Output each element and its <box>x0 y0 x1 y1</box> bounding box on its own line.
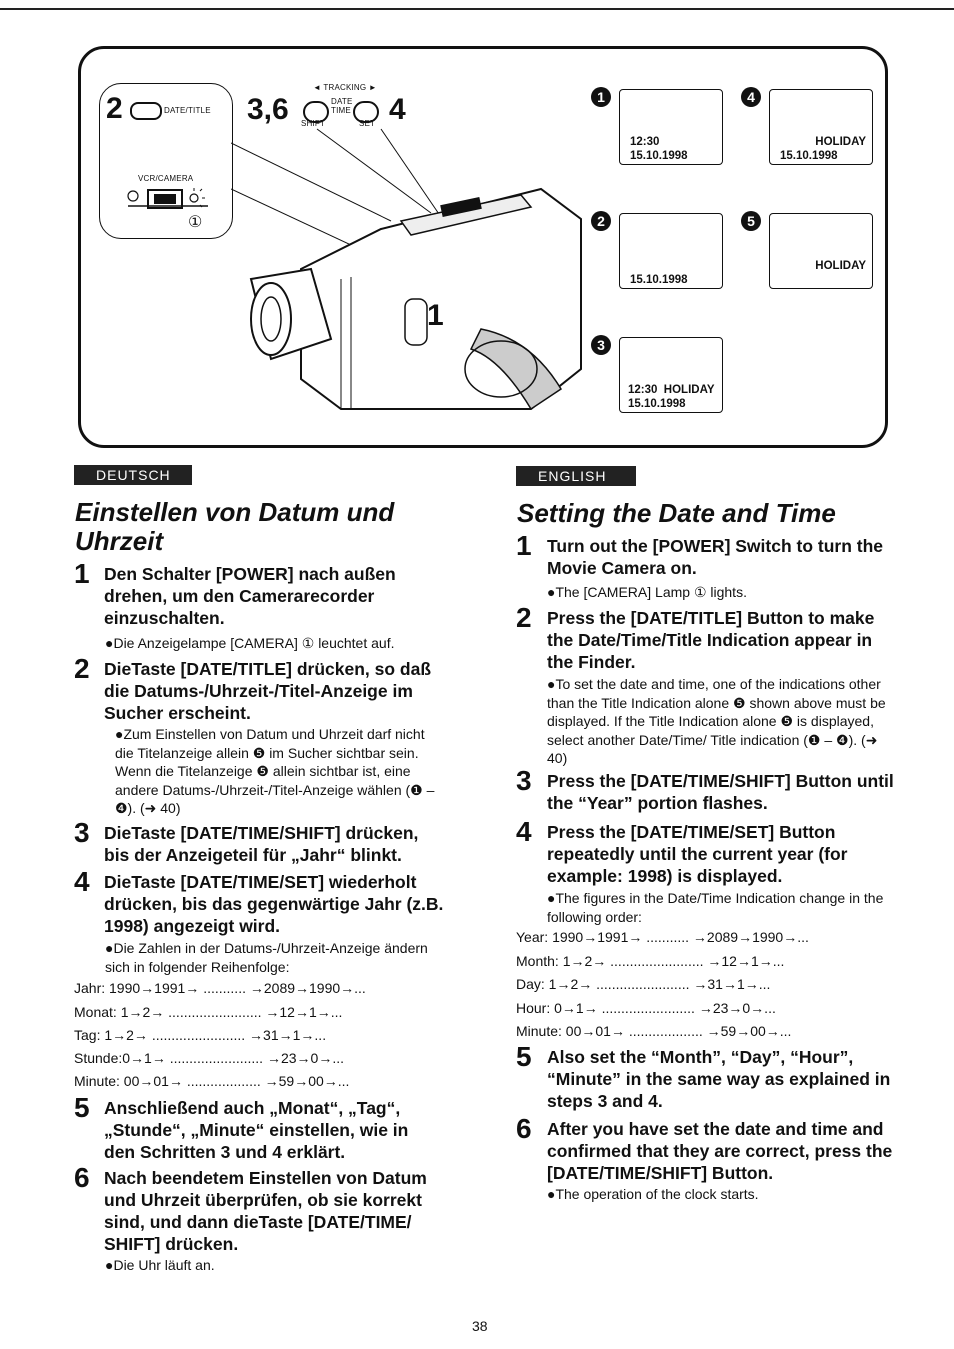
de-step-1-number: 1 <box>74 558 90 589</box>
de-title-line2: Uhrzeit <box>75 526 164 556</box>
de-step-5-text: Anschließend auch „Monat“, „Tag“, „Stund… <box>104 1098 409 1162</box>
power-switch-icon <box>127 188 208 209</box>
screen-2: 15.10.1998 <box>619 213 723 289</box>
en-seq-minute: Minute: 00→01→ ................... →59→0… <box>516 1023 792 1039</box>
screen-2-marker: 2 <box>591 211 611 231</box>
en-step-2-text: Press the [DATE/TITLE] Button to make th… <box>547 608 875 672</box>
de-step-2-number: 2 <box>74 653 90 684</box>
de-seq-day: Tag: 1→2→ ........................ →31→1… <box>74 1027 327 1043</box>
step-2-label: 2 <box>106 92 123 125</box>
de-step-6-number: 6 <box>74 1162 90 1193</box>
camcorder-drawing <box>231 128 582 411</box>
date-title-control-panel: 2 DATE/TITLE VCR/CAMERA ① <box>99 83 233 239</box>
de-title-line1: Einstellen von Datum und <box>75 497 395 527</box>
date-title-button-icon <box>130 102 162 120</box>
en-step-2-note: ●To set the date and time, one of the in… <box>547 676 886 766</box>
shift-button-icon <box>303 101 329 123</box>
screen-4-title: HOLIDAY <box>815 136 866 148</box>
deutsch-language-bar: DEUTSCH <box>74 465 192 485</box>
power-switch-step-label: 1 <box>427 299 444 332</box>
en-title: Setting the Date and Time <box>517 498 836 528</box>
step-4-label: 4 <box>389 93 406 126</box>
en-step-6-note: ●The operation of the clock starts. <box>547 1186 759 1202</box>
en-step-4-number: 4 <box>516 816 532 847</box>
screen-1-marker: 1 <box>591 87 611 107</box>
vcr-camera-label: VCR/CAMERA <box>138 174 194 183</box>
screen-2-date: 15.10.1998 <box>630 274 688 286</box>
set-label: SET <box>359 119 376 128</box>
de-step-3-number: 3 <box>74 817 90 848</box>
de-step-1-text: Den Schalter [POWER] nach außen drehen, … <box>104 564 396 628</box>
steps-3-6-label: 3,6 <box>247 93 289 126</box>
shift-label: SHIFT <box>301 119 326 128</box>
screen-1: 12:30 15.10.1998 <box>619 89 723 165</box>
de-step-5-number: 5 <box>74 1092 90 1123</box>
de-step-2-text: DieTaste [DATE/TITLE] drücken, so daß di… <box>104 659 432 723</box>
en-seq-year: Year: 1990→1991→ ........... →2089→1990→… <box>516 929 809 945</box>
screen-3-marker: 3 <box>591 335 611 355</box>
de-seq-month: Monat: 1→2→ ........................ →12… <box>74 1004 343 1020</box>
de-step-6-text: Nach beendetem Einstellen von Datum und … <box>104 1168 427 1254</box>
en-step-5-number: 5 <box>516 1041 532 1072</box>
top-rule <box>0 8 954 10</box>
screen-5-title: HOLIDAY <box>815 260 866 272</box>
screen-3: 12:30 HOLIDAY 15.10.1998 <box>619 337 723 413</box>
de-step-3-text: DieTaste [DATE/TIME/SHIFT] drücken, bis … <box>104 823 419 865</box>
en-seq-month: Month: 1→2→ ........................ →12… <box>516 953 785 969</box>
de-step-4-text: DieTaste [DATE/TIME/SET] wiederholt drüc… <box>104 872 444 936</box>
en-step-1-note: ●The [CAMERA] Lamp ① lights. <box>547 584 747 600</box>
en-step-4-text: Press the [DATE/TIME/SET] Button repeate… <box>547 822 848 886</box>
de-step-2-note: ●Zum Einstellen von Datum und Uhrzeit da… <box>115 726 435 816</box>
camera-illustration: 2 DATE/TITLE VCR/CAMERA ① 3,6 ◄ TRACKING… <box>78 46 888 448</box>
set-button-icon <box>353 101 379 123</box>
en-step-3-text: Press the [DATE/TIME/SHIFT] Button until… <box>547 771 894 813</box>
date-title-label: DATE/TITLE <box>164 106 211 115</box>
de-seq-year: Jahr: 1990→1991→ ........... →2089→1990→… <box>74 980 366 996</box>
en-step-6-text: After you have set the date and time and… <box>547 1119 893 1183</box>
lamp-number: ① <box>188 214 203 231</box>
screen-1-date: 15.10.1998 <box>630 150 688 162</box>
page-number: 38 <box>472 1318 488 1334</box>
en-step-6-number: 6 <box>516 1113 532 1144</box>
de-seq-minute: Minute: 00→01→ ................... →59→0… <box>74 1073 350 1089</box>
de-step-1-note: ●Die Anzeigelampe [CAMERA] ① leuchtet au… <box>105 635 395 651</box>
en-step-3-number: 3 <box>516 765 532 796</box>
en-seq-hour: Hour: 0→1→ ........................ →23→… <box>516 1000 776 1016</box>
en-step-1-text: Turn out the [POWER] Switch to turn the … <box>547 536 884 578</box>
en-step-2-number: 2 <box>516 602 532 633</box>
screen-3-date: 15.10.1998 <box>628 398 686 410</box>
en-step-4-note: ●The figures in the Date/Time Indication… <box>547 890 884 925</box>
screen-1-time: 12:30 <box>630 136 660 148</box>
date-time-label: DATE TIME <box>331 97 353 115</box>
screen-3-time-title: 12:30 HOLIDAY <box>628 384 715 396</box>
screen-5-marker: 5 <box>741 211 761 231</box>
screen-5: HOLIDAY <box>769 213 873 289</box>
de-seq-hour: Stunde:0→1→ ........................ →23… <box>74 1050 344 1066</box>
en-step-1-number: 1 <box>516 530 532 561</box>
screen-4-marker: 4 <box>741 87 761 107</box>
de-step-4-note: ●Die Zahlen in der Datums-/Uhrzeit-Anzei… <box>105 940 428 975</box>
tracking-label: ◄ TRACKING ► <box>313 83 377 92</box>
en-step-5-text: Also set the “Month”, “Day”, “Hour”, “Mi… <box>547 1047 891 1111</box>
en-seq-day: Day: 1→2→ ........................ →31→1… <box>516 976 771 992</box>
de-step-6-note: ●Die Uhr läuft an. <box>105 1257 215 1273</box>
screen-4: HOLIDAY 15.10.1998 <box>769 89 873 165</box>
de-step-4-number: 4 <box>74 866 90 897</box>
english-language-bar: ENGLISH <box>516 466 636 486</box>
screen-4-date: 15.10.1998 <box>780 150 838 162</box>
